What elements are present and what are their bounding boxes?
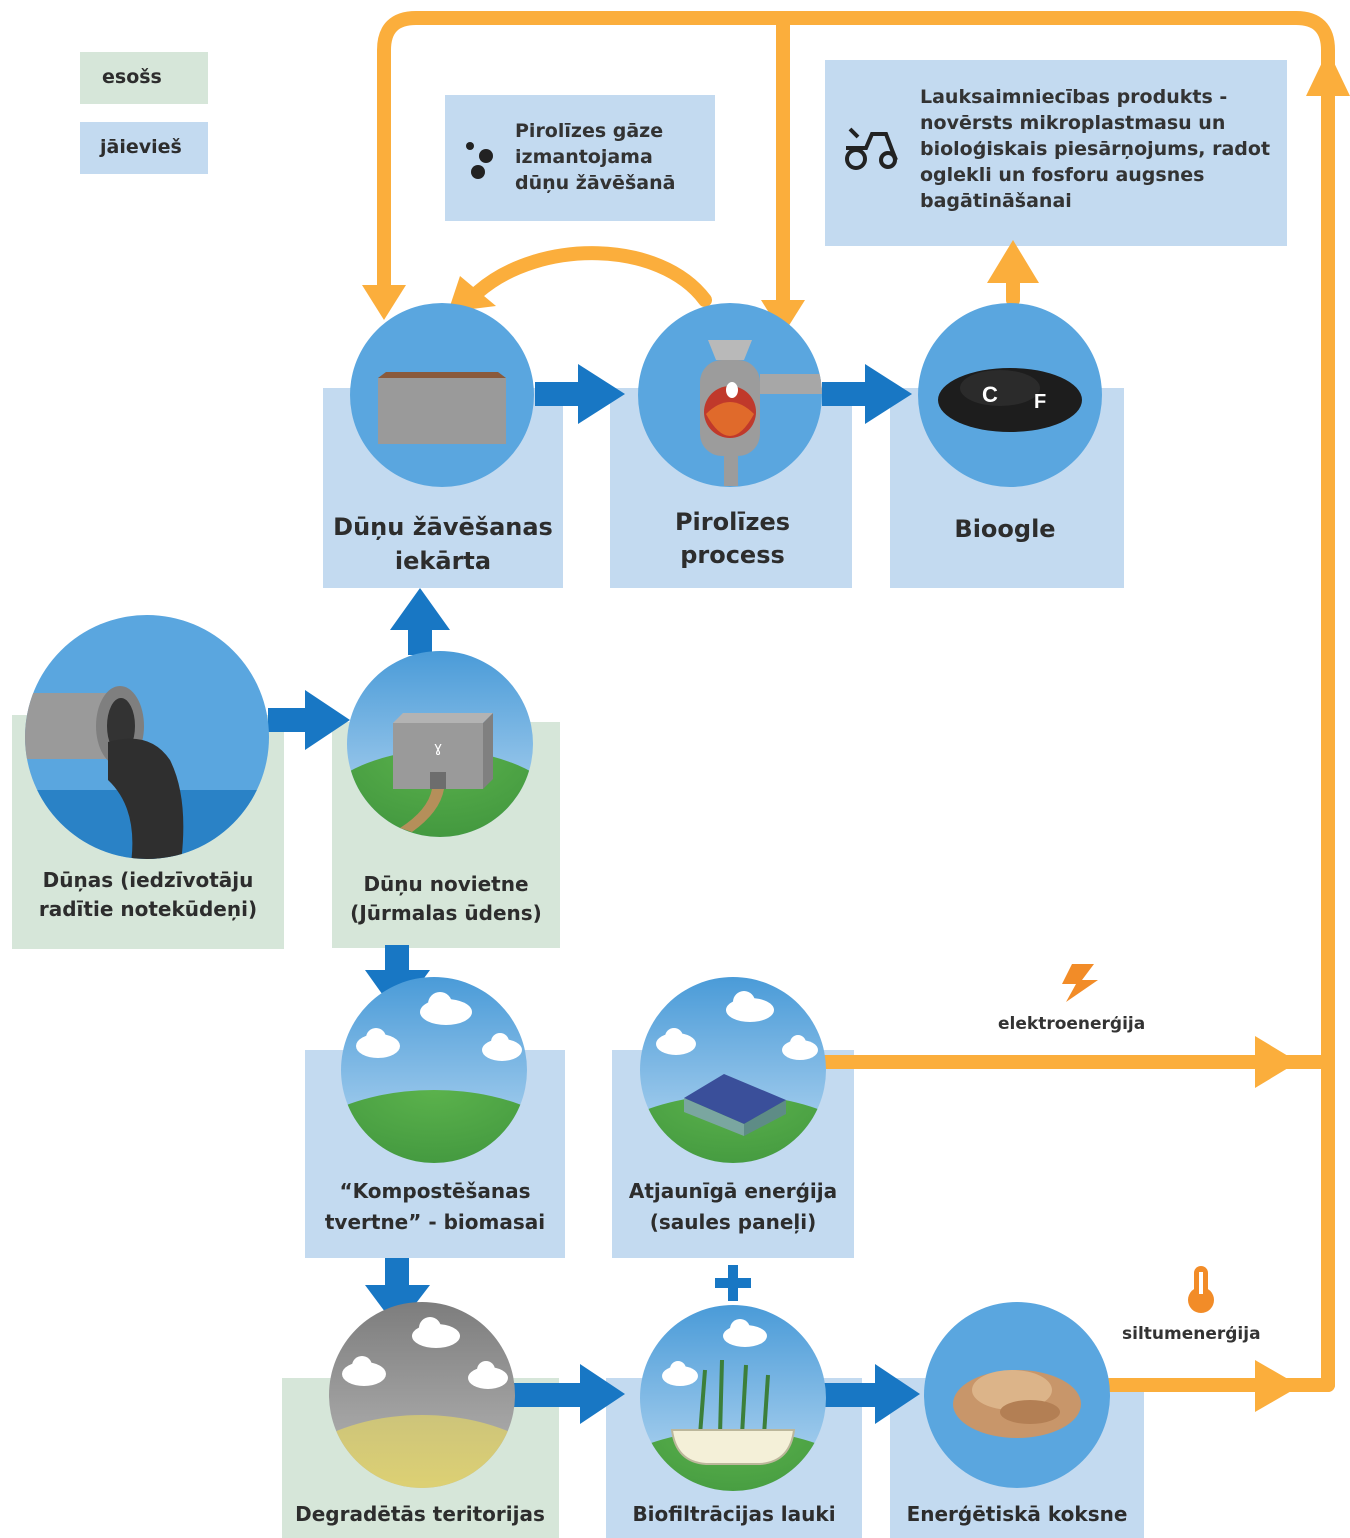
biochar-letter-f: F bbox=[1034, 391, 1046, 413]
sludge-circle bbox=[25, 615, 269, 859]
orange-arrowheads bbox=[362, 50, 1350, 1412]
legend-planned-label: jāievieš bbox=[100, 136, 182, 158]
legend-existing-label: esošs bbox=[102, 66, 162, 88]
label-biochar: Bioogle bbox=[954, 515, 1056, 543]
pyrolysis-circle bbox=[638, 303, 822, 487]
label-storage: Dūņu novietne (Jūrmalas ūdens) bbox=[350, 872, 542, 925]
note-agri-product-box bbox=[825, 60, 1287, 246]
dryer-circle bbox=[350, 303, 534, 487]
label-dryer: Dūņu žāvēšanas iekārta bbox=[333, 513, 553, 575]
biochar-letter-c: C bbox=[982, 382, 998, 407]
note-pyrolysis-gas: Pirolīzes gāze izmantojama dūņu žāvēšanā bbox=[515, 120, 676, 194]
lightning-icon bbox=[1062, 964, 1098, 1002]
legend-planned-swatch bbox=[80, 122, 208, 174]
plus-icon bbox=[715, 1265, 751, 1301]
label-biofilter: Biofiltrācijas lauki bbox=[632, 1502, 836, 1526]
tractor-icon bbox=[845, 127, 898, 170]
biochar-circle: C F bbox=[918, 303, 1102, 487]
label-degraded: Degradētās teritorijas bbox=[295, 1502, 545, 1526]
label-energywood: Enerģētiskā koksne bbox=[906, 1502, 1128, 1526]
energywood-circle bbox=[924, 1302, 1110, 1488]
thermometer-icon bbox=[1188, 1266, 1214, 1313]
label-solar: Atjaunīgā enerģija (saules paneļi) bbox=[628, 1179, 838, 1234]
legend-existing-swatch bbox=[80, 52, 208, 104]
note-agri-product: Lauksaimniecības produkts - novērsts mik… bbox=[920, 86, 1271, 212]
flow-heat-label: siltumenerģija bbox=[1122, 1324, 1261, 1344]
orange-flows bbox=[377, 11, 1335, 1392]
biofilter-circle bbox=[640, 1305, 826, 1491]
gas-bubbles-icon bbox=[466, 142, 493, 179]
storage-circle: ɣ bbox=[347, 651, 533, 837]
label-compost: “Kompostēšanas tvertne” - biomasai bbox=[324, 1179, 546, 1234]
label-sludge: Dūņas (iedzīvotāju radītie notekūdeņi) bbox=[38, 868, 258, 921]
degraded-circle bbox=[329, 1302, 515, 1488]
label-pyrolysis: Pirolīzes process bbox=[674, 508, 791, 569]
svg-text:ɣ: ɣ bbox=[434, 740, 442, 756]
flow-electricity-label: elektroenerģija bbox=[998, 1014, 1146, 1034]
